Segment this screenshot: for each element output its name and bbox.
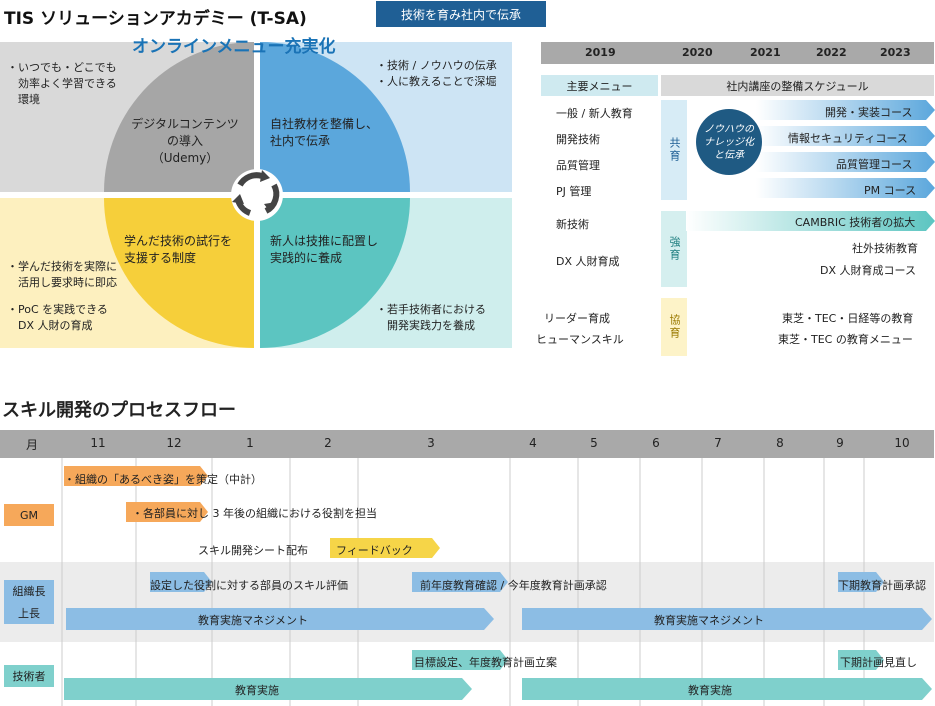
course-toshiba-1: 東芝・TEC・日経等の教育 — [782, 312, 914, 325]
plan-header: 社内講座の整備スケジュール — [661, 75, 934, 96]
cycle-diagram — [0, 42, 512, 348]
course-quality: 品質管理コース — [836, 158, 913, 171]
br-bullets: ・若手技術者における 開発実践力を養成 — [376, 303, 486, 332]
course-external: 社外技術教育 — [852, 242, 918, 255]
year-2020: 2020 — [682, 46, 713, 59]
category-human: ヒューマンスキル — [536, 333, 624, 346]
course-toshiba-2: 東芝・TEC の教育メニュー — [778, 333, 913, 346]
category-pj: PJ 管理 — [556, 185, 592, 198]
plan-approve: 前年度教育確認 / 今年度教育計画承認 — [420, 579, 607, 592]
bl-main-text: 学んだ技術の試行を 支援する制度 — [124, 234, 233, 265]
month-label: 月 — [25, 438, 38, 452]
month-5: 5 — [590, 436, 598, 450]
category-dx: DX 人財育成 — [556, 255, 620, 268]
course-security: 情報セキュリティコース — [788, 132, 908, 145]
category-leader: リーダー育成 — [544, 312, 610, 325]
year-2022: 2022 — [816, 46, 847, 59]
course-dev: 開発・実装コース — [825, 106, 913, 119]
month-3: 3 — [427, 436, 435, 450]
group-shared: 共育 — [661, 100, 687, 200]
second-half-review: 下期計画見直し — [840, 656, 917, 669]
month-header — [0, 430, 934, 458]
year-2023: 2023 — [880, 46, 911, 59]
category-dev: 開発技術 — [556, 133, 600, 146]
month-12: 12 — [166, 436, 182, 450]
page-title: TIS ソリューションアカデミー (T-SA) — [4, 9, 307, 29]
month-1: 1 — [246, 436, 254, 450]
role-manager-2: 上長 — [4, 602, 54, 624]
group-coop: 協育 — [661, 298, 687, 356]
course-dx: DX 人財育成コース — [820, 264, 916, 277]
second-half-approve: 下期教育計画承認 — [838, 579, 926, 592]
month-8: 8 — [776, 436, 784, 450]
month-6: 6 — [652, 436, 660, 450]
category-general: 一般 / 新人教育 — [556, 107, 633, 120]
gm-item-1: ・組織の「あるべき姿」を策定（中計） — [64, 473, 262, 486]
month-4: 4 — [529, 436, 537, 450]
exec-label-2: 教育実施 — [688, 684, 732, 697]
course-cambric: CAMBRIC 技術者の拡大 — [795, 216, 916, 229]
month-11: 11 — [90, 436, 106, 450]
online-menu-label: オンラインメニュー充実化 — [132, 37, 336, 57]
course-arrows — [686, 100, 935, 231]
mgmt-label-2: 教育実施マネジメント — [654, 614, 764, 627]
sheet-label: スキル開発シート配布 — [198, 544, 308, 557]
category-header: 主要メニュー — [541, 75, 658, 96]
tr-bullets: ・技術 / ノウハウの伝承 ・人に教えることで深堀 — [376, 59, 497, 88]
role-engineer: 技術者 — [4, 665, 54, 687]
bl-bullet-1: ・学んだ技術を実際に 活用し要求時に即応 — [7, 260, 117, 289]
tl-bullets: ・いつでも・どこでも 効率よく学習できる 環境 — [7, 61, 117, 106]
month-10: 10 — [894, 436, 910, 450]
year-2019: 2019 — [585, 46, 616, 59]
month-7: 7 — [714, 436, 722, 450]
course-pm: PM コース — [864, 184, 917, 197]
tr-main-text: 自社教材を整備し、 社内で伝承 — [270, 117, 379, 148]
exec-label-1: 教育実施 — [235, 684, 279, 697]
year-2021: 2021 — [750, 46, 781, 59]
process-title: スキル開発のプロセスフロー — [2, 400, 236, 421]
knowhow-circle: ノウハウの ナレッジ化 と伝承 — [696, 109, 762, 175]
role-manager-1: 組織長 — [4, 580, 54, 602]
month-9: 9 — [836, 436, 844, 450]
feedback-label: フィードバック — [336, 544, 413, 557]
tagline-badge: 技術を育み社内で伝承 — [376, 1, 546, 27]
tl-main-text: デジタルコンテンツ の導入 （Udemy） — [131, 117, 239, 165]
goal-setting: 目標設定、年度教育計画立案 — [414, 656, 557, 669]
role-gm: GM — [4, 504, 54, 526]
category-newtech: 新技術 — [556, 218, 589, 231]
month-grid — [61, 458, 932, 706]
category-quality: 品質管理 — [556, 159, 600, 172]
br-main-text: 新人は技推に配置し 実践的に養成 — [270, 234, 379, 265]
year-header — [541, 42, 934, 64]
skill-eval: 設定した役割に対する部員のスキル評価 — [150, 579, 348, 592]
bl-bullet-2: ・PoC を実践できる DX 人財の育成 — [7, 303, 108, 332]
month-2: 2 — [324, 436, 332, 450]
group-strong: 強育 — [661, 211, 687, 287]
gm-item-2: ・各部員に対し 3 年後の組織における役割を担当 — [132, 507, 377, 520]
mgmt-label-1: 教育実施マネジメント — [198, 614, 308, 627]
